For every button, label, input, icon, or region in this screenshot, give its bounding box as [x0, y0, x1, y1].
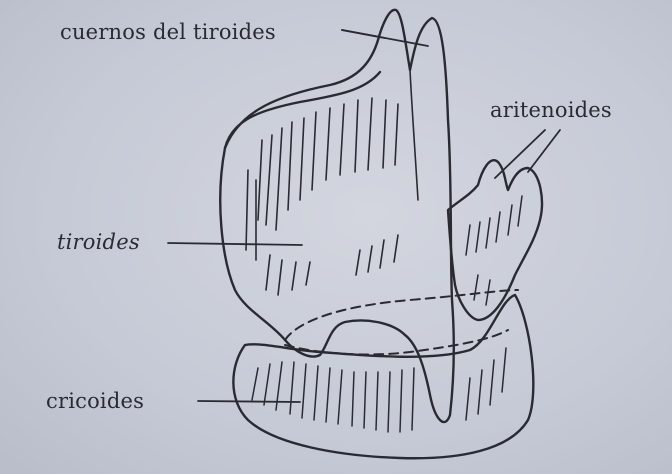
leader-tiroides: [168, 243, 302, 245]
leader-cuernos-2: [342, 30, 428, 46]
leader-aritenoides-2: [528, 130, 560, 172]
cricoid-shading: [252, 348, 506, 432]
label-cuernos-del-tiroides: cuernos del tiroides: [60, 20, 276, 44]
label-aritenoides: aritenoides: [490, 98, 612, 122]
label-cricoides: cricoides: [46, 389, 144, 413]
label-tiroides: tiroides: [57, 230, 140, 254]
arytenoid-shading: [466, 196, 522, 305]
arytenoid-cartilage: [448, 160, 542, 320]
thyroid-shading: [246, 98, 398, 295]
hidden-cricoid-outline-lower: [285, 330, 508, 354]
cricoid-cartilage: [233, 295, 533, 458]
leader-cricoides: [198, 401, 300, 402]
thyroid-notch-line: [410, 70, 418, 200]
